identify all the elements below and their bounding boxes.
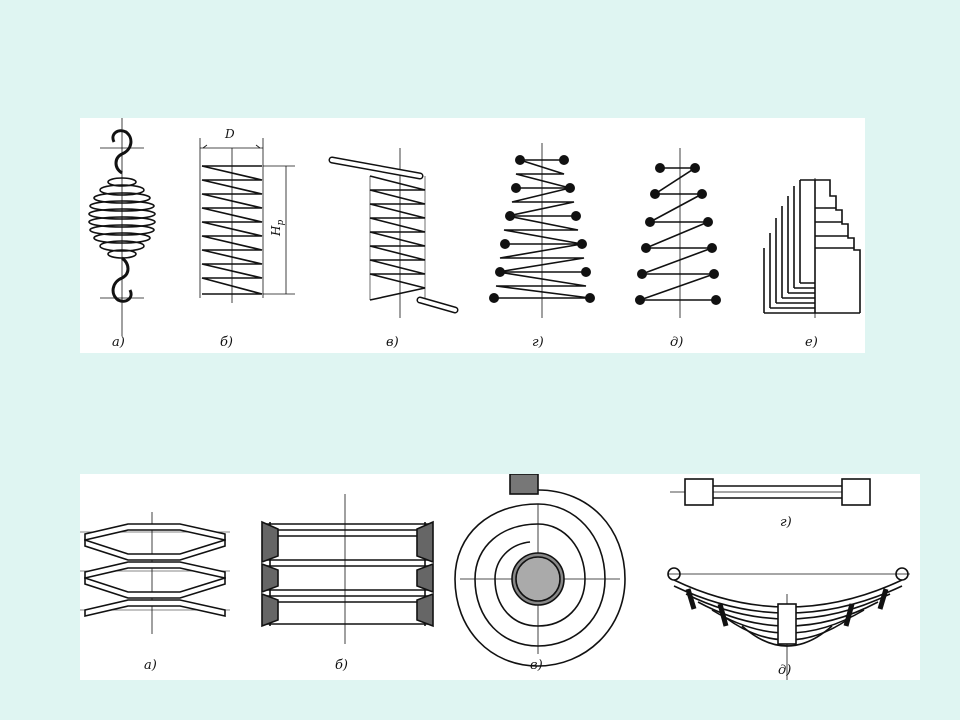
label-bottom-e: д) (778, 663, 791, 678)
leaf-spring-d (667, 567, 910, 680)
spring-c-torsion (328, 148, 459, 318)
bottom-figure-svg: а) б) в) г) д) (80, 474, 910, 680)
spring-d-wire-sections (489, 155, 595, 303)
label-top-c: в) (386, 335, 399, 350)
label-bottom-a: а) (144, 658, 157, 673)
label-top-f: е) (805, 335, 818, 350)
dimension-H-label: Hр (269, 220, 286, 237)
spring-f-volute (763, 178, 861, 318)
label-bottom-b: б) (335, 658, 348, 673)
svg-text:Hр: Hр (269, 220, 286, 237)
spiral-spring-c (454, 474, 626, 667)
top-figure-svg: D Hр а) б) в) г) д) е) (88, 118, 861, 350)
label-top-b: б) (220, 335, 233, 350)
spring-a-extension (88, 118, 156, 336)
label-top-d: г) (532, 335, 544, 350)
dimension-D-label: D (224, 127, 235, 141)
disc-springs-a (80, 512, 230, 634)
bottom-figure-panel: а) б) в) г) д) (80, 474, 920, 680)
label-top-a: а) (112, 335, 125, 350)
label-bottom-c: в) (530, 658, 543, 673)
ring-springs-b (261, 494, 434, 644)
spring-e-conical (639, 148, 716, 318)
label-top-e: д) (670, 335, 683, 350)
spring-d-conical (494, 143, 591, 318)
torsion-bar-g (670, 478, 871, 506)
spring-e-wire-sections (635, 163, 721, 305)
top-figure-panel: D Hр а) б) в) г) д) е) (80, 118, 865, 353)
label-bottom-d: г) (780, 515, 792, 530)
spring-b-compression (199, 138, 295, 303)
